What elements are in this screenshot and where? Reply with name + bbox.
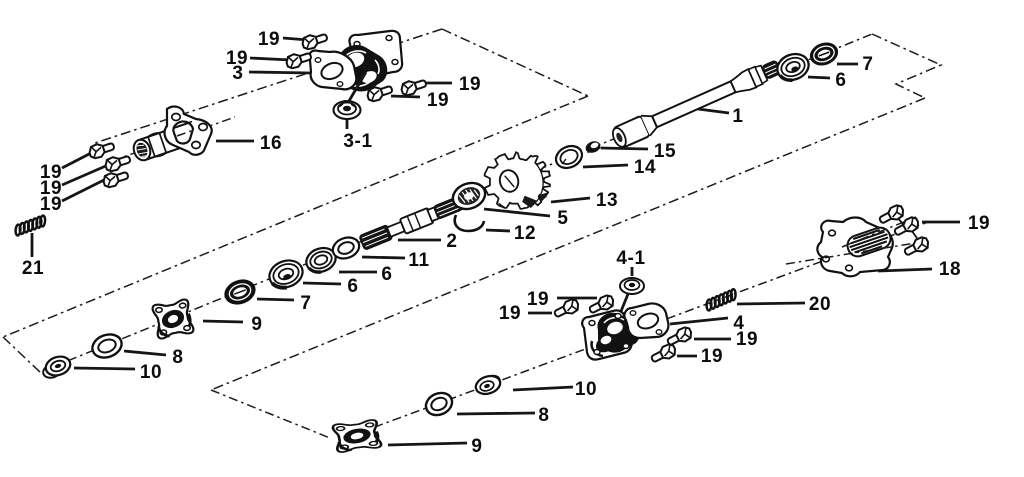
svg-text:19: 19 <box>527 289 549 310</box>
svg-text:19: 19 <box>701 346 723 367</box>
svg-text:7: 7 <box>862 54 873 75</box>
svg-text:3: 3 <box>232 63 243 84</box>
svg-text:12: 12 <box>514 223 536 244</box>
svg-text:19: 19 <box>736 329 758 350</box>
svg-text:6: 6 <box>381 264 392 285</box>
svg-text:21: 21 <box>22 258 44 279</box>
svg-text:10: 10 <box>140 362 162 383</box>
svg-text:14: 14 <box>634 157 656 178</box>
svg-text:7: 7 <box>300 293 311 314</box>
svg-text:19: 19 <box>499 303 521 324</box>
svg-text:8: 8 <box>538 405 549 426</box>
svg-text:3-1: 3-1 <box>343 131 372 152</box>
svg-text:15: 15 <box>654 141 676 162</box>
svg-text:9: 9 <box>251 314 262 335</box>
svg-text:18: 18 <box>939 259 961 280</box>
svg-text:19: 19 <box>968 213 990 234</box>
svg-text:5: 5 <box>557 208 568 229</box>
svg-text:19: 19 <box>427 90 449 111</box>
svg-text:4: 4 <box>733 313 744 334</box>
svg-text:19: 19 <box>40 194 62 215</box>
svg-text:2: 2 <box>446 231 457 252</box>
svg-text:19: 19 <box>226 48 248 69</box>
svg-text:19: 19 <box>459 74 481 95</box>
svg-text:9: 9 <box>471 436 482 457</box>
svg-text:4-1: 4-1 <box>616 248 645 269</box>
svg-text:6: 6 <box>835 70 846 91</box>
svg-text:11: 11 <box>408 250 429 271</box>
svg-text:1: 1 <box>732 106 743 127</box>
svg-text:20: 20 <box>809 294 831 315</box>
svg-text:19: 19 <box>40 178 62 199</box>
svg-text:19: 19 <box>40 162 62 183</box>
svg-text:13: 13 <box>596 190 618 211</box>
svg-text:8: 8 <box>172 347 183 368</box>
svg-text:16: 16 <box>260 133 282 154</box>
svg-text:19: 19 <box>258 29 280 50</box>
svg-text:10: 10 <box>575 379 597 400</box>
svg-text:6: 6 <box>347 276 358 297</box>
